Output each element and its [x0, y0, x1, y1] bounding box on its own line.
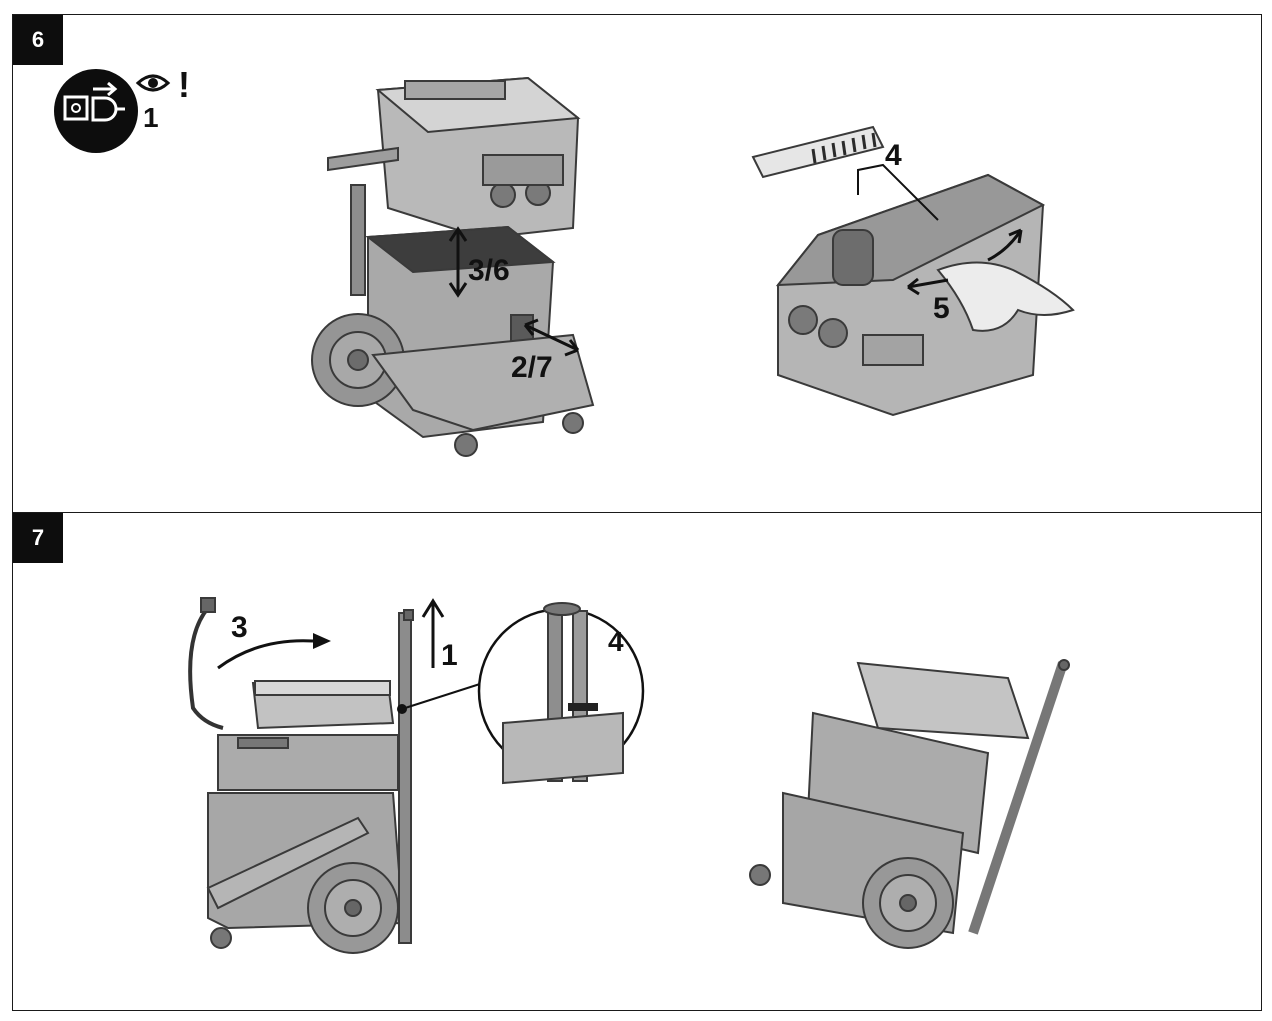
step-number-badge: 7: [13, 513, 63, 563]
vacuum-head-lifted: [311, 76, 595, 457]
callout-rotate-hose: 3: [231, 611, 248, 644]
step-7-illustration: 1 3 4: [188, 597, 1070, 954]
callout-wipe: 5: [933, 292, 950, 325]
lift-arrow: [448, 226, 468, 298]
step-6-panel: 6 ! 1: [12, 14, 1262, 514]
filter-pointer-lines: [857, 163, 939, 221]
clip-detail-magnifier: [477, 602, 645, 785]
wipe-arrows: [907, 228, 1023, 296]
safety-exclamation: !: [178, 64, 190, 105]
latch-arrow: [523, 318, 580, 357]
rotate-arrowhead: [313, 633, 331, 649]
rotate-arrow: [217, 639, 314, 670]
safety-step-number: 1: [143, 102, 159, 133]
step-6-illustration: ! 1: [54, 64, 1075, 457]
unplug-safety-icon: [54, 69, 138, 153]
callout-latch: 2/7: [511, 351, 553, 384]
callout-lift: 3/6: [468, 254, 510, 287]
callout-clip: 4: [608, 626, 624, 657]
step-7-panel: 7: [12, 512, 1262, 1011]
detail-pointer-line: [401, 682, 484, 710]
step-number-badge: 6: [13, 15, 63, 65]
cleaning-cloth: [936, 261, 1075, 332]
brush-tool: [751, 125, 885, 179]
vacuum-head-top-view: [775, 173, 1046, 417]
callout-filter: 4: [885, 139, 902, 172]
pull-up-arrow: [421, 598, 445, 668]
vacuum-tilted-transport: [749, 659, 1070, 949]
eye-icon: [135, 74, 171, 92]
vacuum-side-view: [188, 597, 414, 954]
callout-pull-handle: 1: [441, 639, 458, 672]
